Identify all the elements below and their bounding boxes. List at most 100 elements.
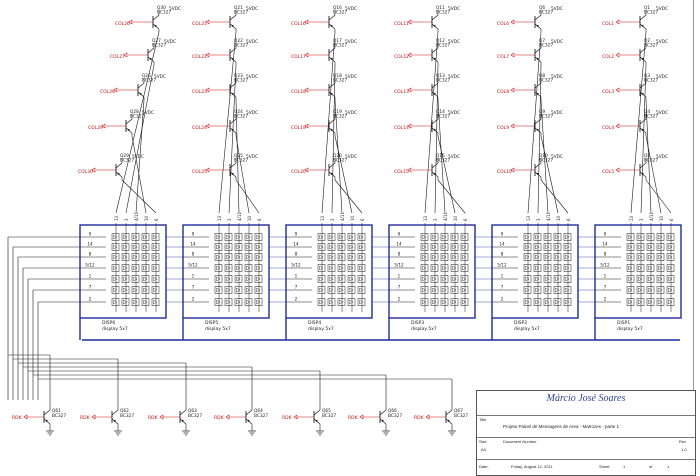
led-diode bbox=[525, 265, 530, 271]
led-cell bbox=[214, 286, 223, 294]
row-pin-label: 5/12 bbox=[600, 263, 610, 268]
led-diode bbox=[545, 299, 550, 305]
column-net-label: COL22 bbox=[192, 54, 207, 60]
row-pin-label: 5/12 bbox=[497, 263, 507, 268]
led-cell bbox=[224, 253, 233, 261]
transistor-arrow bbox=[330, 172, 333, 176]
transistor-arrow bbox=[231, 57, 234, 61]
transistor-ref: Q23 bbox=[234, 73, 243, 79]
led-cell bbox=[430, 286, 439, 294]
row-pin-label: 9 bbox=[398, 232, 401, 237]
led-cell bbox=[656, 275, 665, 283]
led-diode bbox=[226, 287, 231, 293]
transistor-arrow bbox=[154, 24, 157, 28]
row-pin-label: 8 bbox=[295, 252, 298, 257]
transistor-ref: Q13 bbox=[436, 73, 445, 79]
led-diode bbox=[648, 299, 653, 305]
led-diode bbox=[153, 287, 158, 293]
led-diode bbox=[329, 276, 334, 282]
collector-to-display bbox=[334, 179, 363, 214]
transistor-arrow bbox=[139, 92, 142, 96]
led-diode bbox=[442, 234, 447, 240]
display-frame bbox=[491, 224, 579, 319]
vdc-label: 5VDC bbox=[448, 110, 460, 116]
led-cell bbox=[450, 243, 459, 251]
led-diode bbox=[442, 287, 447, 293]
transistor-ref: Q19 bbox=[333, 109, 342, 115]
column-transistor bbox=[639, 14, 647, 30]
led-cell bbox=[357, 243, 366, 251]
net-flag bbox=[91, 167, 96, 173]
led-diode bbox=[525, 254, 530, 260]
led-cell bbox=[440, 264, 449, 272]
transistor-arrow bbox=[315, 419, 318, 423]
led-cell bbox=[553, 286, 562, 294]
led-cell bbox=[666, 233, 675, 241]
net-flag bbox=[293, 414, 298, 420]
document-number-label: Document Number bbox=[503, 439, 537, 444]
led-diode bbox=[422, 254, 427, 260]
row-pin-label: 8 bbox=[604, 252, 607, 257]
collector-to-display bbox=[434, 64, 439, 214]
led-diode bbox=[432, 254, 437, 260]
transistor-ref: Q21 bbox=[234, 5, 243, 11]
led-cell bbox=[254, 275, 263, 283]
led-diode bbox=[452, 276, 457, 282]
transistor-arrow bbox=[113, 419, 116, 423]
column-net-label: COL25 bbox=[192, 169, 207, 175]
column-transistor bbox=[229, 14, 237, 30]
column-net-label: COL6 bbox=[497, 21, 509, 27]
led-diode bbox=[565, 244, 570, 250]
transistor-ref: Q15 bbox=[436, 153, 445, 159]
transistor-arrow bbox=[231, 172, 234, 176]
transistor-part: BC327 bbox=[254, 413, 268, 419]
transistor-collector bbox=[328, 47, 336, 54]
led-cell bbox=[523, 298, 532, 306]
led-cell bbox=[234, 275, 243, 283]
led-cell bbox=[523, 286, 532, 294]
led-cell bbox=[646, 298, 655, 306]
row-pin-label: 9 bbox=[501, 232, 504, 237]
vdc-label: 5VDC bbox=[246, 110, 258, 116]
led-cell bbox=[430, 253, 439, 261]
vdc-label: 5VDC bbox=[345, 39, 357, 45]
column-net-label: COL28 bbox=[100, 89, 115, 95]
row-pin-label: 14 bbox=[293, 242, 299, 247]
led-cell bbox=[430, 275, 439, 283]
column-transistor bbox=[115, 162, 123, 178]
transistor-arrow bbox=[536, 57, 539, 61]
collector-to-display bbox=[135, 99, 145, 214]
sheet-value: 1 bbox=[623, 464, 626, 469]
display-ref: DISP5 bbox=[205, 320, 218, 326]
led-diode bbox=[339, 287, 344, 293]
led-cell bbox=[317, 243, 326, 251]
transistor-part: BC327 bbox=[539, 78, 553, 84]
led-diode bbox=[565, 276, 570, 282]
net-flag bbox=[359, 414, 364, 420]
led-diode bbox=[462, 287, 467, 293]
led-diode bbox=[113, 254, 118, 260]
led-diode bbox=[545, 244, 550, 250]
collector-to-display bbox=[645, 135, 662, 214]
top-pin-label: 10 bbox=[247, 215, 252, 221]
column-transistor bbox=[431, 47, 439, 63]
transistor-part: BC327 bbox=[539, 158, 553, 164]
transistor-ref: Q16 bbox=[333, 5, 342, 11]
led-cell bbox=[666, 253, 675, 261]
net-flag bbox=[205, 123, 210, 129]
collector-to-display bbox=[645, 99, 652, 214]
column-transistor bbox=[147, 47, 155, 63]
column-net-label: COL9 bbox=[497, 125, 509, 131]
transistor-part: BC327 bbox=[644, 158, 658, 164]
transistor-ref: Q3 bbox=[644, 73, 650, 79]
led-cell bbox=[254, 264, 263, 272]
transistor-part: BC327 bbox=[436, 78, 450, 84]
transistor-ref: Q18 bbox=[333, 73, 342, 79]
transistor-collector bbox=[639, 47, 647, 54]
led-cell bbox=[357, 298, 366, 306]
led-cell bbox=[111, 286, 120, 294]
led-cell bbox=[646, 275, 655, 283]
transistor-arrow bbox=[447, 419, 450, 423]
led-cell bbox=[317, 275, 326, 283]
led-diode bbox=[143, 234, 148, 240]
